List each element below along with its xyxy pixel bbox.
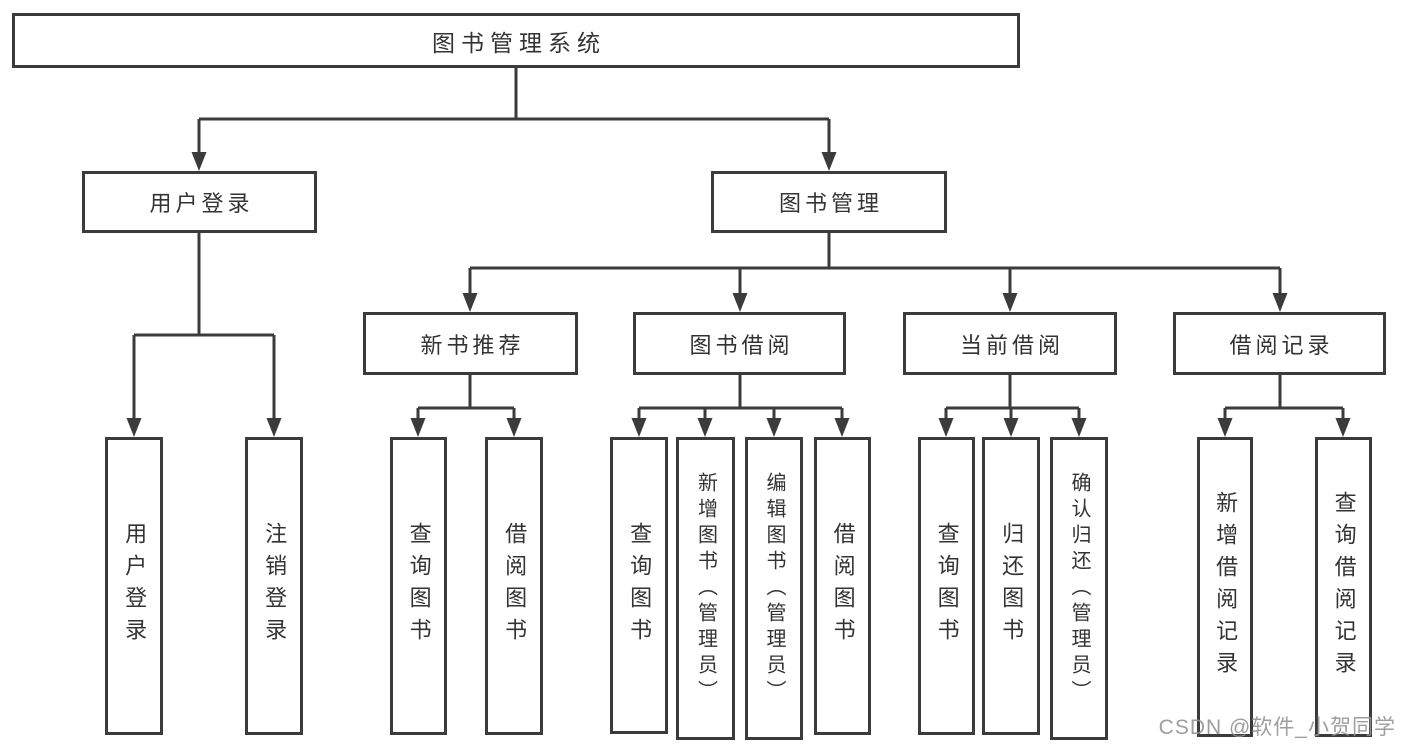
- node-label: 用户登录: [149, 191, 254, 216]
- csdn-watermark: CSDN @软件_小贺同学: [1158, 716, 1396, 739]
- connector-borrow-records-children: [1217, 375, 1351, 437]
- arrowhead-icon: [1002, 293, 1018, 312]
- arrowhead-icon: [1217, 418, 1233, 437]
- leaf-query-books-recommend: 查询图书: [390, 437, 447, 735]
- arrowhead-icon: [1272, 293, 1288, 312]
- node-book-management: 图书管理: [711, 171, 947, 233]
- connector-new-book-children: [410, 375, 522, 437]
- leaf-return-book: 归还图书: [982, 437, 1040, 735]
- node-label: 新增图书（管理员）: [694, 471, 717, 706]
- node-label: 确认归还（管理员）: [1068, 471, 1090, 706]
- connector-root-to-level2: [191, 68, 837, 171]
- node-label: 查询图书: [406, 522, 432, 650]
- leaf-borrow-books: 借阅图书: [814, 437, 871, 735]
- arrowhead-icon: [410, 418, 426, 437]
- leaf-query-books-borrow: 查询图书: [610, 437, 668, 734]
- node-label: 查询图书: [934, 522, 960, 650]
- arrowhead-icon: [1003, 418, 1019, 437]
- node-label: 图书借阅: [689, 332, 794, 358]
- leaf-add-book-admin: 新增图书（管理员）: [676, 437, 735, 740]
- node-label: 新书推荐: [420, 332, 525, 358]
- leaf-confirm-return-admin: 确认归还（管理员）: [1050, 437, 1108, 740]
- arrowhead-icon: [506, 418, 522, 437]
- node-book-borrowing: 图书借阅: [633, 312, 846, 375]
- arrowhead-icon: [266, 418, 282, 437]
- leaf-query-borrow-record: 查询借阅记录: [1315, 437, 1372, 737]
- node-label: 用户登录: [122, 522, 148, 650]
- arrowhead-icon: [938, 418, 954, 437]
- node-label: 查询借阅记录: [1331, 491, 1357, 683]
- node-user-login: 用户登录: [82, 171, 317, 233]
- arrowhead-icon: [821, 152, 837, 171]
- node-label: 注销登录: [262, 522, 288, 650]
- arrowhead-icon: [462, 293, 478, 312]
- arrowhead-icon: [697, 418, 713, 437]
- connector-book-borrow-children: [631, 375, 850, 437]
- leaf-logout: 注销登录: [245, 437, 303, 735]
- leaf-add-borrow-record: 新增借阅记录: [1197, 437, 1253, 737]
- node-label: 借阅图书: [502, 522, 528, 650]
- arrowhead-icon: [1071, 418, 1087, 437]
- arrowhead-icon: [766, 418, 782, 437]
- node-label: 图书管理: [778, 191, 883, 216]
- leaf-query-books-current: 查询图书: [918, 437, 975, 735]
- arrowhead-icon: [631, 418, 647, 437]
- node-current-borrowing: 当前借阅: [903, 312, 1117, 375]
- node-label: 图书管理系统: [432, 29, 606, 56]
- node-label: 当前借阅: [959, 332, 1064, 358]
- arrowhead-icon: [732, 293, 748, 312]
- arrowhead-icon: [834, 418, 850, 437]
- arrowhead-icon: [1335, 418, 1351, 437]
- node-borrow-records: 借阅记录: [1173, 312, 1386, 375]
- node-label: 编辑图书（管理员）: [763, 471, 785, 706]
- connector-user-login-children: [126, 233, 282, 437]
- connector-current-borrow-children: [938, 375, 1087, 437]
- node-label: 借阅图书: [830, 522, 856, 650]
- node-label: 查询图书: [627, 521, 653, 650]
- connector-book-management-children: [462, 233, 1288, 312]
- leaf-user-login: 用户登录: [105, 437, 163, 735]
- node-label: 新增借阅记录: [1213, 491, 1239, 683]
- node-label: 归还图书: [999, 522, 1025, 650]
- leaf-edit-book-admin: 编辑图书（管理员）: [745, 437, 803, 740]
- node-new-book-recommendation: 新书推荐: [363, 312, 578, 375]
- arrowhead-icon: [126, 418, 142, 437]
- leaf-borrow-books-recommend: 借阅图书: [485, 437, 543, 735]
- node-library-management-system: 图书管理系统: [12, 13, 1020, 68]
- arrowhead-icon: [191, 152, 207, 171]
- node-label: 借阅记录: [1229, 332, 1334, 358]
